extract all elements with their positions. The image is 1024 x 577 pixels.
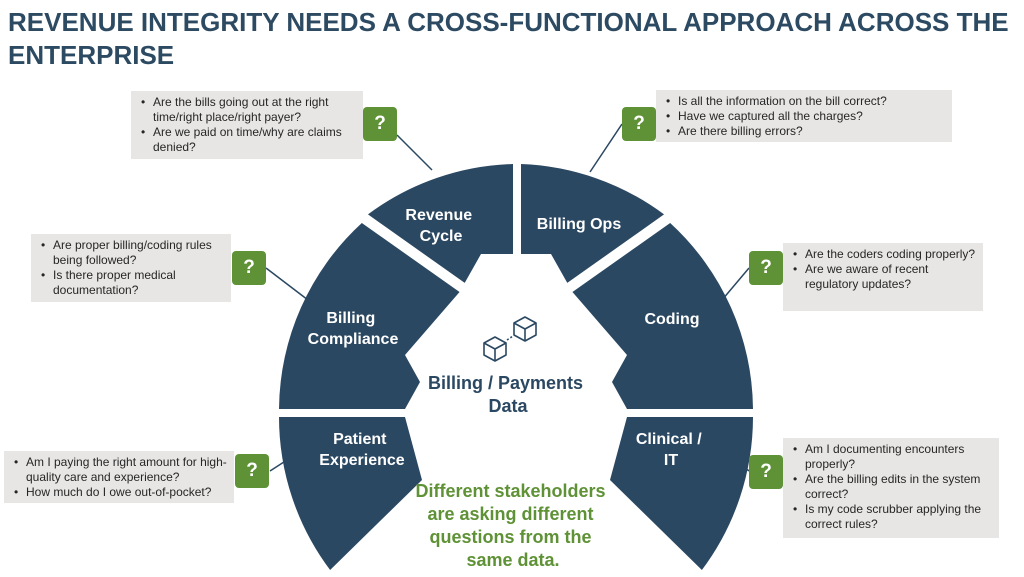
tagline: Different stakeholders are asking differ… <box>415 481 610 570</box>
question-item: Are we paid on time/why are claims denie… <box>141 125 357 155</box>
connector-billing-ops <box>589 123 623 173</box>
segment-patient-experience <box>279 417 422 570</box>
connector-coding <box>721 267 750 301</box>
question-item: How much do I owe out-of-pocket? <box>14 485 228 500</box>
question-box-coding: Are the coders coding properly? Are we a… <box>783 243 983 311</box>
question-box-billing-ops: Is all the information on the bill corre… <box>656 90 952 142</box>
question-item: Have we captured all the charges? <box>666 109 946 124</box>
connector-revenue-cycle <box>396 134 433 171</box>
question-box-patient-experience: Am I paying the right amount for high-qu… <box>4 451 234 503</box>
question-box-clinical-it: Am I documenting encounters properly? Ar… <box>783 438 999 538</box>
question-item: Are we aware of recent regulatory update… <box>793 262 977 292</box>
segment-label-clinical-it: Clinical / IT <box>636 431 706 469</box>
segment-label-patient-experience: Patient Experience <box>319 431 404 469</box>
segment-revenue-cycle <box>367 164 513 283</box>
question-mark-badge-revenue-cycle: ? <box>363 107 397 141</box>
question-item: Are the billing edits in the system corr… <box>793 472 993 502</box>
segment-label-billing-ops: Billing Ops <box>537 216 622 233</box>
question-item: Is there proper medical documentation? <box>41 268 225 298</box>
segment-coding <box>572 223 753 409</box>
question-item: Are the coders coding properly? <box>793 247 977 262</box>
page-title: REVENUE INTEGRITY NEEDS A CROSS-FUNCTION… <box>8 7 1009 70</box>
data-cubes-icon <box>483 316 537 362</box>
segment-billing-compliance <box>279 223 460 409</box>
segment-label-revenue-cycle: Revenue Cycle <box>405 207 476 245</box>
question-mark-badge-patient-experience: ? <box>235 454 269 488</box>
question-mark-badge-billing-ops: ? <box>622 107 656 141</box>
segment-label-billing-compliance: Billing Compliance <box>308 310 399 348</box>
center-label: Billing / Payments Data <box>428 373 588 416</box>
question-item: Am I documenting encounters properly? <box>793 442 993 472</box>
question-box-revenue-cycle: Are the bills going out at the right tim… <box>131 91 363 159</box>
question-mark-badge-billing-compliance: ? <box>232 251 266 285</box>
segment-label-coding: Coding <box>644 311 699 328</box>
question-item: Am I paying the right amount for high-qu… <box>14 455 228 485</box>
question-item: Is all the information on the bill corre… <box>666 94 946 109</box>
question-item: Are the bills going out at the right tim… <box>141 95 357 125</box>
segment-clinical-it <box>610 417 753 570</box>
question-item: Are proper billing/coding rules being fo… <box>41 238 225 268</box>
segment-billing-ops <box>521 164 665 283</box>
connector-billing-compliance <box>265 267 309 301</box>
question-mark-badge-clinical-it: ? <box>749 455 783 489</box>
question-mark-badge-coding: ? <box>749 251 783 285</box>
question-item: Is my code scrubber applying the correct… <box>793 502 993 532</box>
question-box-billing-compliance: Are proper billing/coding rules being fo… <box>31 234 231 302</box>
question-item: Are there billing errors? <box>666 124 946 139</box>
